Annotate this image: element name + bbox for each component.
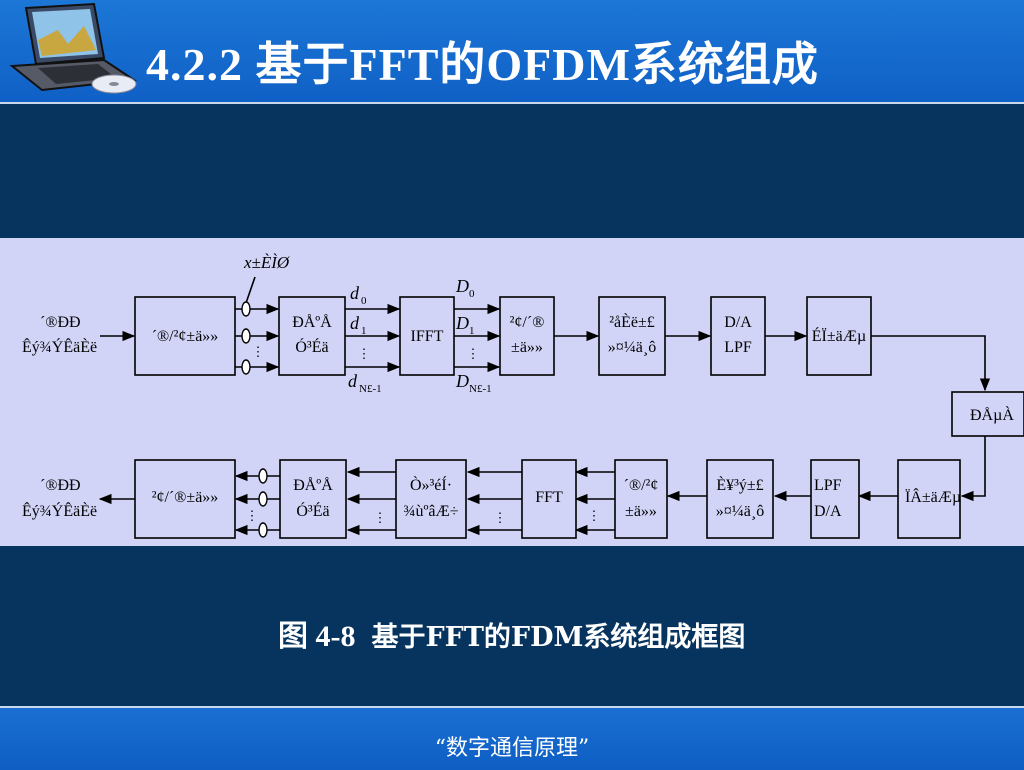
da-lpf-block — [710, 296, 766, 376]
upconverter-label: ÉÏ±äÆµ — [812, 326, 866, 345]
signal-mapping-label-1: ÐÅºÅ — [292, 313, 332, 331]
rx-signal-mapping-block — [279, 459, 347, 539]
D1-sub: 1 — [469, 325, 475, 337]
Dn-label: D — [455, 371, 469, 391]
dn-label: d — [348, 371, 358, 391]
footer-text: “数字通信原理” — [434, 736, 590, 761]
page-title: 4.2.2 基于FFT的OFDM系统组成 — [146, 39, 819, 90]
laptop-logo-icon — [9, 2, 137, 94]
remove-guard-label-2: »¤¼ä¸ô — [716, 503, 764, 520]
da-lpf-label-2: LPF — [724, 339, 752, 356]
rx-signal-mapping-label-2: Ó³Éä — [296, 501, 329, 520]
rx-signal-mapping-label-1: ÐÅºÅ — [293, 476, 333, 494]
upconverter-block — [806, 296, 872, 376]
fft-block — [521, 459, 577, 539]
rx-serial-parallel-block — [614, 459, 668, 539]
downconverter-label: ÏÂ±äÆµ — [905, 487, 961, 506]
svg-text:⋮: ⋮ — [494, 510, 507, 525]
rx-serial-parallel-label-1: ´®/²¢ — [624, 477, 659, 494]
tx-parallel-lines-3: ⋮ — [454, 303, 501, 373]
title-bar: 4.2.2 基于FFT的OFDM系统组成 — [0, 0, 1024, 104]
channel-label: ÐÅµÀ — [970, 405, 1014, 424]
rx-parallel-lines-4: ⋮ — [234, 468, 280, 538]
signal-mapping-block — [278, 296, 346, 376]
tx-parallel-lines-1: ⋮ — [235, 301, 280, 375]
symbol-pointer — [245, 276, 256, 304]
d1-label: d — [350, 313, 360, 333]
svg-text:⋮: ⋮ — [358, 346, 371, 361]
ifft-block — [399, 296, 455, 376]
tx-input-label-2: Êý¾ÝÊäÈë — [22, 337, 97, 356]
signal-mapping-label-2: Ó³Éä — [295, 337, 328, 356]
parallel-serial-label-1: ²¢/´® — [510, 314, 545, 331]
insert-guard-block — [598, 296, 666, 376]
ofdm-block-diagram: ´®ÐÐ Êý¾ÝÊäÈë ´®/²¢±ä»» x±ÈÌØ ⋮ ÐÅºÅ Ó³É… — [22, 253, 1024, 539]
figure-number: 图 4-8 — [278, 620, 356, 653]
symbol-label: x±ÈÌØ — [243, 253, 290, 272]
da-lpf-label-1: D/A — [724, 314, 752, 331]
insert-guard-label-2: »¤¼ä¸ô — [608, 339, 656, 356]
svg-text:⋮: ⋮ — [252, 344, 265, 359]
svg-text:⋮: ⋮ — [374, 510, 387, 525]
equalizer-label-1: Ò»³éÍ· — [410, 475, 452, 494]
D1-label: D — [455, 313, 469, 333]
channel-block — [951, 391, 1024, 437]
rx-output-label-1: ´®ÐÐ — [40, 477, 81, 494]
rx-parallel-lines-2: ⋮ — [466, 466, 522, 536]
fft-label: FFT — [535, 489, 563, 506]
serial-parallel-label: ´®/²¢±ä»» — [152, 328, 219, 345]
figure-caption: 图 4-8 基于FFT的FDM系统组成框图 — [270, 611, 745, 655]
dn-sub: N£-1 — [359, 383, 382, 395]
equalizer-block — [395, 459, 467, 539]
footer-bar: “数字通信原理” — [0, 706, 1024, 770]
equalizer-label-2: ¾ùºâÆ÷ — [403, 503, 458, 520]
d0-label: d — [350, 283, 360, 303]
insert-guard-label-1: ²åÈë±£ — [609, 312, 655, 331]
rx-output-label-2: Êý¾ÝÊäÈë — [22, 501, 97, 520]
rx-parallel-serial-label: ²¢/´®±ä»» — [152, 489, 219, 506]
rx-serial-parallel-label-2: ±ä»» — [625, 503, 657, 520]
arrow-to-channel — [871, 335, 991, 392]
remove-guard-block — [706, 459, 774, 539]
tx-parallel-lines-2: ⋮ — [345, 303, 401, 373]
figure-caption-text: 基于FFT的FDM系统组成框图 — [371, 622, 746, 653]
lpf-ad-block — [810, 459, 860, 539]
remove-guard-label-1: È¥³ý±£ — [716, 475, 763, 494]
svg-text:⋮: ⋮ — [467, 346, 480, 361]
D0-label: D — [455, 276, 469, 296]
svg-text:⋮: ⋮ — [246, 508, 259, 523]
rx-parallel-lines-3: ⋮ — [346, 466, 396, 536]
D0-sub: 0 — [469, 288, 475, 300]
svg-text:⋮: ⋮ — [588, 508, 601, 523]
parallel-serial-block — [499, 296, 555, 376]
rx-parallel-serial-block — [134, 459, 236, 539]
d1-sub: 1 — [361, 325, 367, 337]
ifft-label: IFFT — [411, 328, 444, 345]
d0-sub: 0 — [361, 295, 367, 307]
parallel-serial-label-2: ±ä»» — [511, 339, 543, 356]
diagram-panel: ´®ÐÐ Êý¾ÝÊäÈë ´®/²¢±ä»» x±ÈÌØ ⋮ ÐÅºÅ Ó³É… — [0, 238, 1024, 546]
lpf-ad-label-1: LPF — [814, 477, 842, 494]
rx-parallel-lines-1: ⋮ — [574, 466, 615, 536]
Dn-sub: N£-1 — [469, 383, 492, 395]
lpf-ad-label-2: D/A — [814, 503, 842, 520]
arrow-from-channel — [960, 436, 986, 502]
tx-input-label-1: ´®ÐÐ — [40, 314, 81, 331]
downconverter-block — [897, 459, 961, 539]
